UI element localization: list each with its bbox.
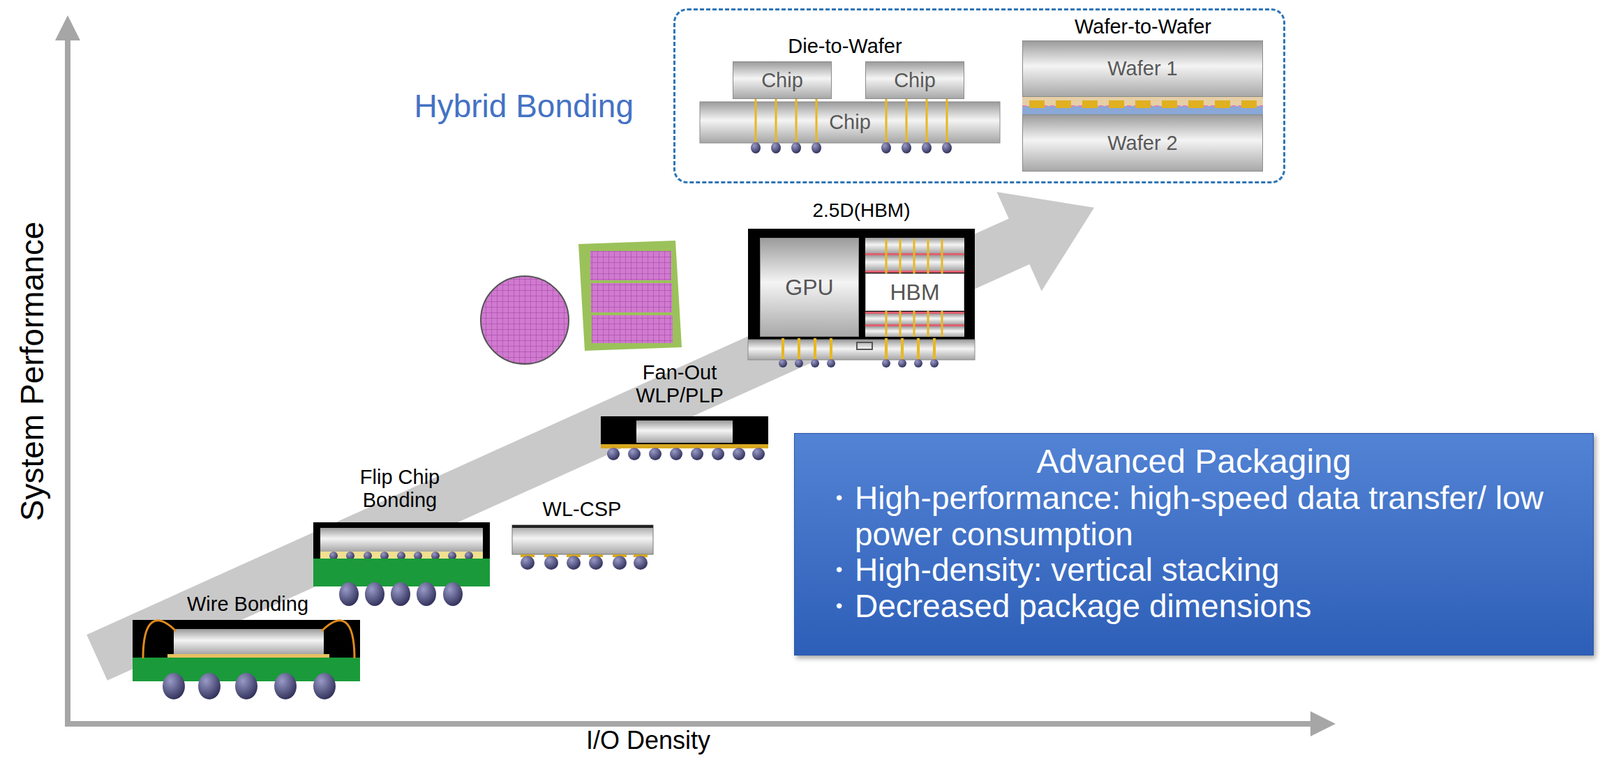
hbm-package [748,228,975,368]
section-heading: Wafer-to-Wafer [1003,15,1283,39]
bullet-text: ・High-density: vertical stacking [822,552,1566,589]
node-label: Chip [828,110,871,134]
package-label: Wire Bonding [108,593,388,617]
hbm-package: 2.5D(HBM)GPUHBM [748,228,975,361]
base-chip: Chip [699,101,1000,144]
node-label: Chip [893,69,936,93]
section-heading: Die-to-Wafer [705,34,985,58]
wafer-bond-layer [1022,96,1263,115]
wafer: Wafer 1 [1022,40,1263,97]
package-label: WL-CSP [477,498,687,522]
chip-die: Chip [865,61,965,100]
node-label: Advanced Packaging [822,442,1566,481]
axis-title: I/O Density [473,726,823,755]
node-label: Chip [761,69,804,93]
node-label: Wafer 1 [1107,57,1178,81]
fan-out-package [600,416,769,461]
advanced-packaging-box: Advanced Packaging・High-performance: hig… [794,433,1594,656]
wire-bond-package [132,620,361,700]
wafer-and-panel [480,240,682,365]
node-label: Hybrid Bonding [413,87,634,125]
wlcsp-package [512,525,654,571]
axis-title: System Performance [13,127,51,617]
node-label: GPU [784,274,834,301]
gpu-die: GPU [759,237,859,338]
chip-die: Chip [732,61,832,100]
node-label: 2.5D(HBM) [706,199,1017,222]
bullet-text: ・Decreased package dimensions [822,588,1566,626]
node-label: Wafer 2 [1107,131,1178,155]
package-label: Flip Chip Bonding [340,466,460,513]
package-label: Fan-Out WLP/PLP [627,361,732,409]
wafer: Wafer 2 [1022,114,1263,172]
die-to-wafer-stack [699,99,1000,154]
node-label: HBM [889,279,940,306]
hbm-label-box: HBM [865,273,965,312]
flip-chip-package [313,522,490,607]
bullet-text: ・High-performance: high-speed data trans… [822,480,1566,553]
